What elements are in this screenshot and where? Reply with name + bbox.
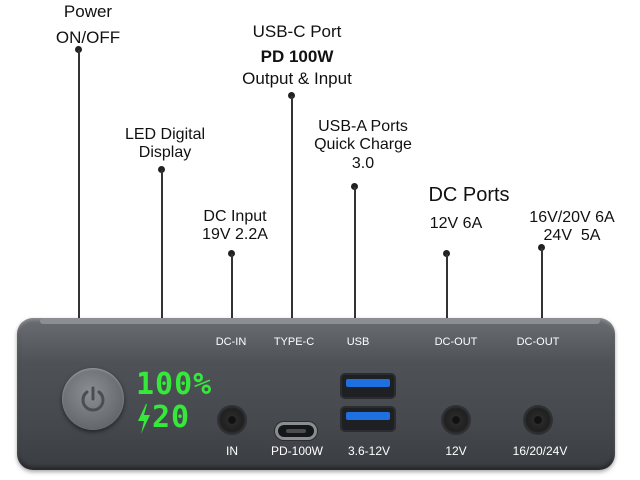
leader-dot-power — [75, 46, 82, 53]
leader-dot-usb-a — [351, 183, 358, 190]
callout-usb-a-line2: Quick Charge — [314, 136, 412, 154]
callout-dc-port-multi-line2: 24V 5A — [543, 227, 601, 245]
bottom-label-12v: 12V — [445, 444, 467, 458]
usb-a-port-1[interactable] — [342, 375, 394, 397]
callout-dc-ports-title: DC Ports — [428, 184, 510, 206]
dc-out-multi-jack[interactable] — [525, 407, 551, 433]
bolt-icon — [138, 404, 150, 434]
usb-a-port-2-tongue — [346, 412, 390, 420]
leader-dot-led — [158, 166, 165, 173]
leader-dot-dc-input — [228, 250, 235, 257]
callout-usb-c-line2: PD 100W — [260, 46, 334, 66]
callout-dc-input-line1: DC Input — [203, 208, 267, 225]
leader-line-usb-a — [354, 187, 356, 320]
port-label-type-c: TYPE-C — [273, 336, 315, 348]
usb-c-port[interactable] — [278, 425, 314, 437]
port-label-dc-out-2: DC-OUT — [516, 336, 560, 348]
callout-usb-c: USB-C Port PD 100W Output & Input — [222, 22, 372, 89]
leader-line-dc-input — [231, 254, 233, 320]
leader-line-power — [78, 50, 80, 322]
leader-dot-dc-out-multi — [538, 244, 545, 251]
power-icon — [81, 386, 105, 412]
callout-led-display: LED Digital Display — [110, 126, 220, 163]
callout-usb-a-line1: USB-A Ports — [318, 118, 408, 135]
led-percent-readout: 100% — [136, 367, 213, 402]
bottom-label-in: IN — [226, 444, 238, 458]
dc-in-jack[interactable] — [219, 407, 245, 433]
leader-line-led — [161, 170, 163, 320]
callout-dc-port-12v: 12V 6A — [429, 215, 483, 232]
callout-led-line1: LED Digital — [124, 126, 206, 143]
leader-dot-dc-out-12v — [443, 250, 450, 257]
leader-line-dc-out-multi — [541, 248, 543, 320]
usb-c-contact — [286, 429, 306, 433]
bottom-label-usb-voltage: 3.6-12V — [347, 444, 391, 458]
port-label-usb: USB — [346, 336, 370, 348]
dc-out-12v-jack[interactable] — [443, 407, 469, 433]
leader-dot-usb-c — [288, 92, 295, 99]
callout-led-line2: Display — [138, 144, 192, 162]
bottom-label-pd-100w: PD-100W — [270, 444, 323, 458]
callout-power-line1: Power — [63, 2, 113, 21]
callout-usb-c-line3: Output & Input — [242, 69, 352, 89]
power-button[interactable] — [62, 368, 124, 430]
callout-usb-c-line1: USB-C Port — [252, 22, 342, 41]
leader-line-usb-c — [291, 96, 293, 320]
callout-usb-a: USB-A Ports Quick Charge 3.0 — [298, 118, 428, 173]
led-power-readout: 20 — [152, 400, 191, 435]
callout-dc-input: DC Input 19V 2.2A — [188, 208, 282, 245]
port-label-dc-out-1: DC-OUT — [434, 336, 478, 348]
callout-dc-port-multi-line1: 16V/20V 6A — [529, 209, 615, 226]
callout-dc-port-multi: 16V/20V 6A 24V 5A — [508, 209, 636, 246]
callout-power: Power ON/OFF — [48, 2, 128, 47]
bottom-label-16-20-24v: 16/20/24V — [512, 444, 568, 458]
callout-dc-input-line2: 19V 2.2A — [202, 226, 268, 244]
usb-a-port-1-tongue — [346, 379, 390, 387]
usb-a-port-2[interactable] — [342, 408, 394, 430]
power-bank-top-edge — [40, 318, 600, 324]
port-label-dc-in: DC-IN — [215, 336, 247, 348]
callout-usb-a-line3: 3.0 — [351, 154, 375, 172]
callout-power-line2: ON/OFF — [55, 27, 121, 47]
leader-line-dc-out-12v — [446, 254, 448, 320]
